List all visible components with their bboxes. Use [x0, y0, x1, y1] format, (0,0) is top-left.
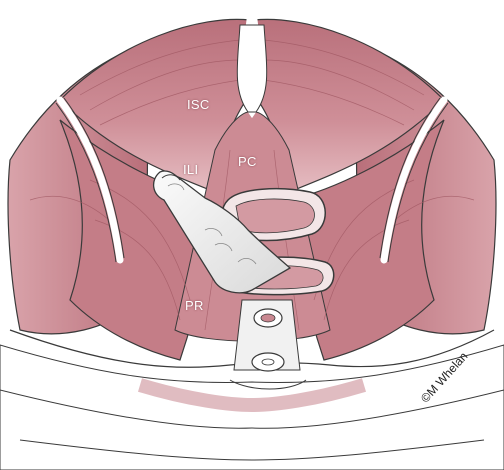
- label-pc: PC: [238, 154, 257, 169]
- label-pr: PR: [185, 298, 204, 313]
- label-ili: ILI: [183, 162, 198, 177]
- label-isc: ISC: [187, 97, 210, 112]
- coccyx: [237, 25, 267, 112]
